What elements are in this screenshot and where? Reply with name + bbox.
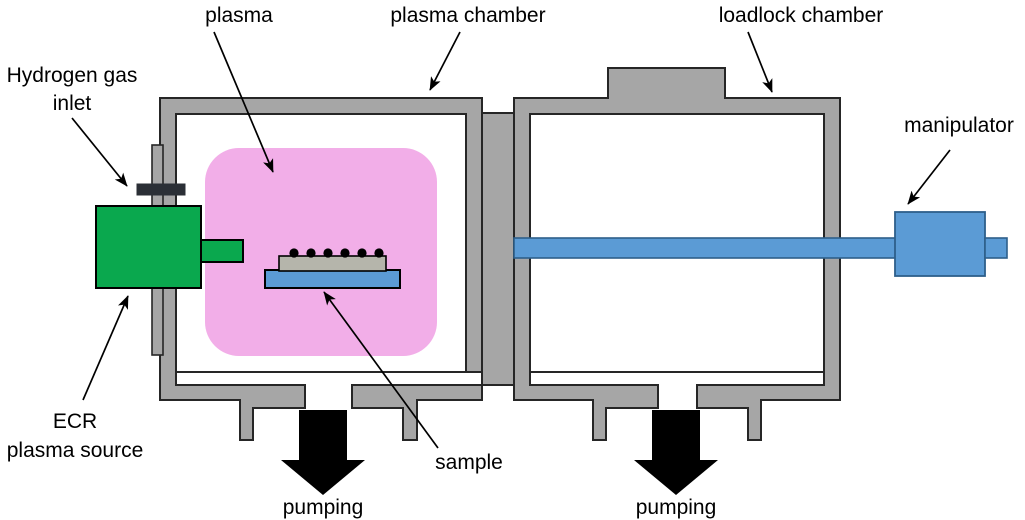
manipulator-end-stub (984, 237, 1008, 259)
sample-assembly (264, 248, 401, 289)
label-manipulator: manipulator (904, 114, 1014, 137)
label-hydrogen-gas-inlet-line1: Hydrogen gas (7, 64, 138, 87)
leader-plasma (213, 31, 274, 173)
leader-hydrogen-gas-inlet (71, 117, 128, 187)
gas-inlet-valve (136, 183, 186, 196)
manipulator-body (894, 211, 986, 277)
gate-valve-connector (481, 112, 515, 386)
ecr-source-body (95, 205, 202, 289)
sample-dots (289, 248, 384, 258)
label-hydrogen-gas-inlet-line2: inlet (53, 92, 92, 115)
label-ecr-plasma-source-line2: plasma source (7, 439, 144, 462)
manipulator-assembly (513, 211, 1008, 277)
pumping-arrow-left (281, 410, 365, 495)
ecr-plasma-source (95, 205, 244, 289)
label-plasma-chamber: plasma chamber (390, 4, 545, 27)
label-loadlock-chamber: loadlock chamber (719, 4, 884, 27)
manipulator-rod (513, 237, 897, 259)
label-pumping-right: pumping (636, 496, 717, 519)
ecr-source-nozzle (200, 239, 244, 263)
pumping-arrow-right (634, 410, 718, 495)
leader-manipulator (907, 149, 951, 205)
label-plasma: plasma (205, 4, 273, 27)
label-sample: sample (435, 451, 503, 474)
leader-ecr-plasma-source (82, 295, 129, 401)
leader-plasma-chamber (429, 31, 461, 91)
plasma-region (205, 148, 437, 356)
sample-holder (264, 269, 401, 289)
leader-loadlock-chamber (747, 31, 773, 93)
leader-sample (323, 291, 439, 449)
label-pumping-left: pumping (283, 496, 364, 519)
sample-substrate (278, 255, 387, 272)
label-ecr-plasma-source-line1: ECR (53, 410, 97, 433)
